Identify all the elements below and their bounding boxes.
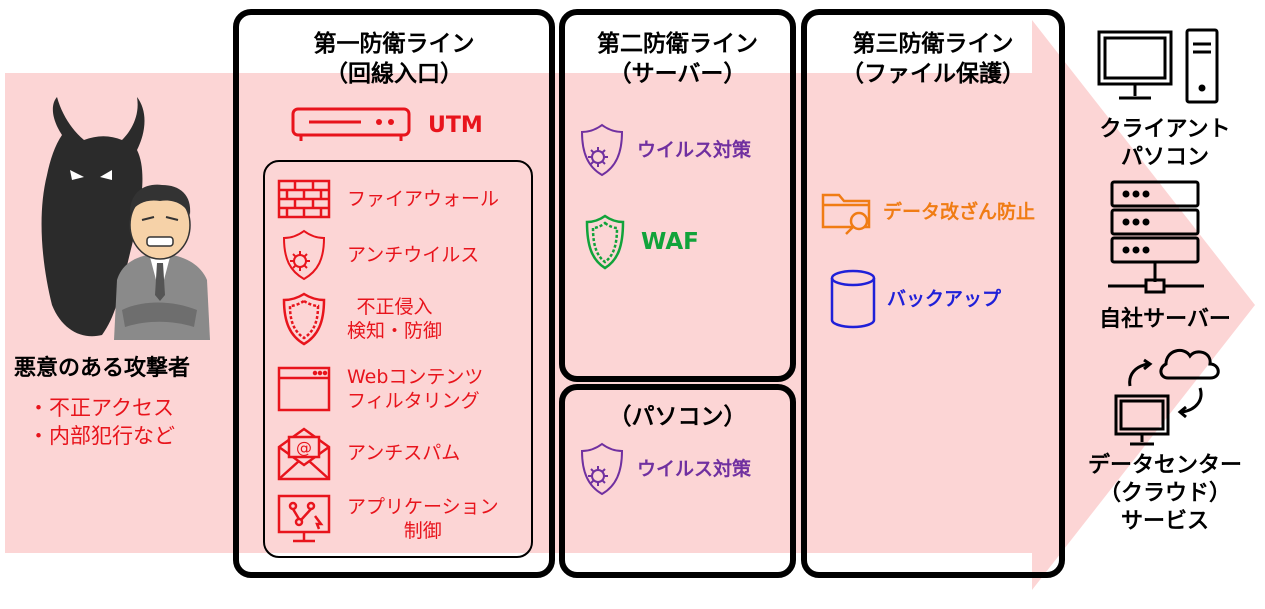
feature-label: アンチウイルス (347, 244, 480, 266)
first-defense-title: 第一防衛ライン （回線入口） (313, 31, 475, 87)
server-antivirus: ウイルス対策 (577, 123, 751, 177)
svg-text:@: @ (296, 438, 312, 457)
feature-firewall: ファイアウォール (273, 172, 499, 226)
cloud-sync-icon (1110, 340, 1230, 452)
tamper-prevention: データ改ざん防止 (819, 185, 1035, 239)
feature-label: Webコンテンツ フィルタリング (347, 366, 484, 412)
pc-antivirus-label: ウイルス対策 (637, 458, 752, 480)
database-cylinder-icon (827, 267, 879, 331)
brick-firewall-icon (273, 172, 335, 226)
backup-label: バックアップ (887, 288, 1002, 310)
attacker-item: ・内部犯行など (28, 424, 175, 448)
attacker-item: ・不正アクセス (28, 396, 174, 420)
antivirus-shield-icon (273, 228, 335, 282)
feature-web-filtering: Webコンテンツ フィルタリング (273, 362, 483, 416)
feature-label: アプリケーション 制御 (347, 496, 499, 542)
browser-window-icon (273, 362, 335, 416)
second-defense-title: 第二防衛ライン （サーバー） (597, 31, 758, 87)
attacker-title: 悪意のある攻撃者 (14, 356, 191, 381)
feature-label: 不正侵入 検知・防御 (347, 296, 443, 342)
waf-label: WAF (641, 229, 699, 255)
waf: WAF (583, 214, 699, 270)
third-defense-panel: 第三防衛ライン （ファイル保護） データ改ざん防止 バックアップ (801, 9, 1065, 578)
third-defense-title: 第三防衛ライン （ファイル保護） (841, 31, 1025, 87)
feature-intrusion-prevention: 不正侵入 検知・防御 (273, 292, 442, 346)
datacenter-label: データセンター （クラウド） サービス (1087, 453, 1242, 534)
folder-search-icon (819, 185, 877, 239)
utm-device-icon (291, 107, 411, 143)
intrusion-shield-icon (273, 292, 335, 346)
own-server-label: 自社サーバー (1099, 307, 1231, 332)
feature-label: ファイアウォール (347, 188, 500, 210)
feature-antivirus: アンチウイルス (273, 228, 479, 282)
feature-app-control: アプリケーション 制御 (273, 492, 499, 546)
backup: バックアップ (827, 267, 1001, 331)
pc-defense-title: （パソコン） (608, 404, 747, 430)
first-defense-panel: 第一防衛ライン （回線入口） UTM ファ (233, 9, 555, 578)
monitor-app-icon (273, 492, 335, 546)
server-rack-icon (1108, 178, 1208, 298)
feature-label: アンチスパム (347, 442, 461, 464)
pc-defense-panel: （パソコン） ウイルス対策 (559, 384, 796, 578)
server-antivirus-label: ウイルス対策 (637, 139, 752, 161)
antivirus-shield-icon (577, 123, 627, 177)
feature-antispam: @ アンチスパム (273, 426, 461, 481)
second-defense-panel: 第二防衛ライン （サーバー） ウイルス対策 WAF (559, 9, 796, 382)
antivirus-shield-icon (577, 442, 627, 496)
client-pc-label: クライアント パソコン (1099, 117, 1231, 170)
utm-label: UTM (428, 113, 483, 138)
attacker-illustration-icon (41, 97, 210, 340)
waf-shield-icon (583, 214, 627, 270)
email-icon: @ (273, 426, 335, 481)
utm-features-box: ファイアウォール アンチウイルス 不正侵入 検知・防御 (263, 160, 533, 558)
client-pc-icon (1095, 28, 1225, 108)
tamper-prevention-label: データ改ざん防止 (883, 201, 1036, 223)
pc-antivirus: ウイルス対策 (577, 442, 751, 496)
